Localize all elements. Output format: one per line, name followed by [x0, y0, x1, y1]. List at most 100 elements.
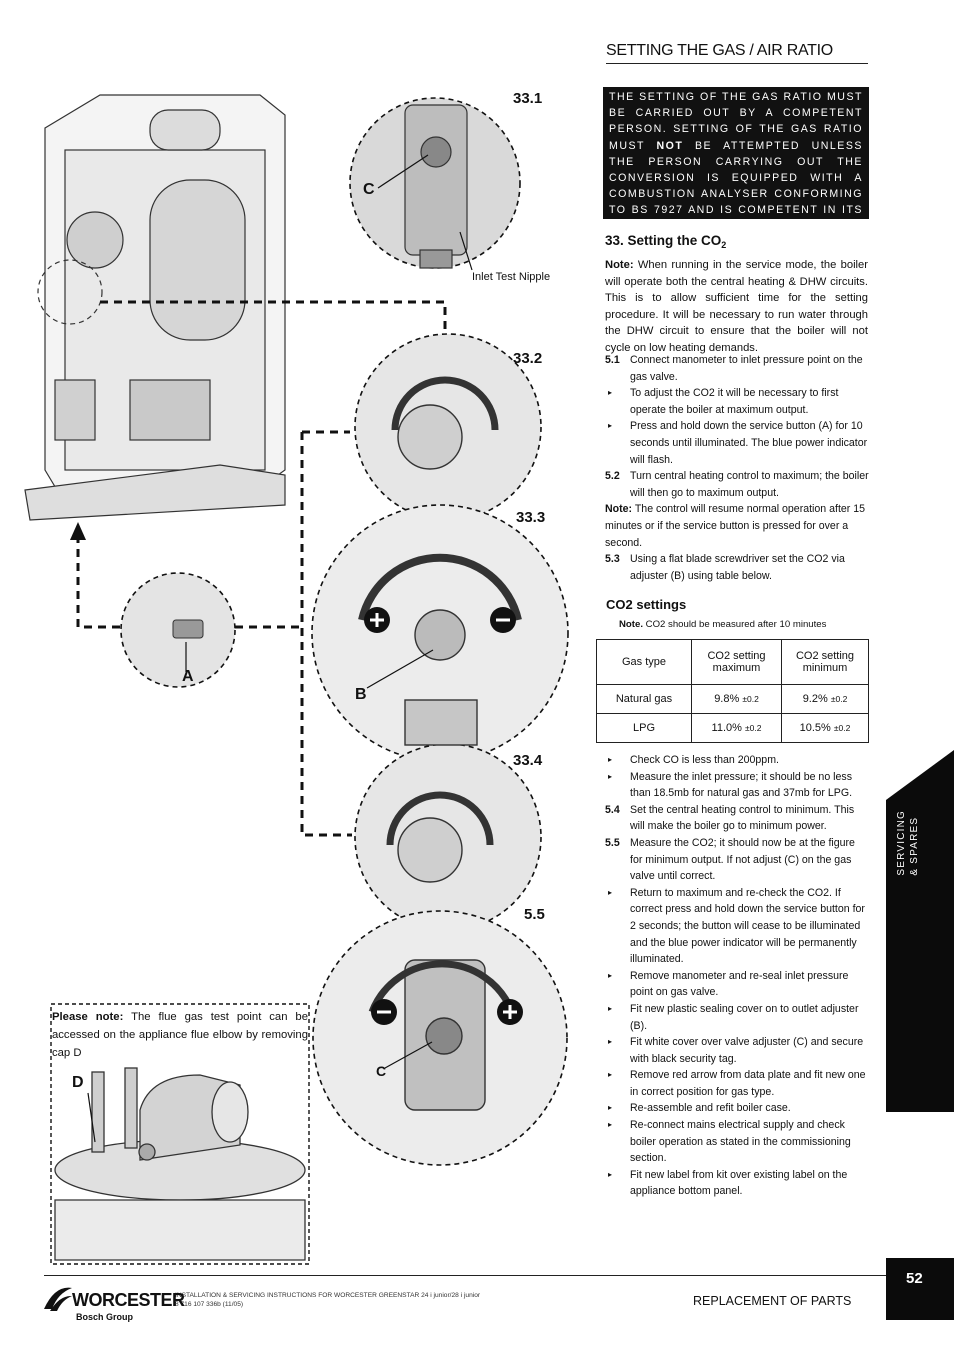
label-c-valve: C — [376, 1063, 387, 1079]
side-tab-line2: & SPARES — [909, 816, 920, 876]
bullet-icon: ▸ — [608, 970, 613, 980]
step-text: Set the central heating control to minim… — [630, 803, 855, 833]
flue-note-box — [50, 1003, 310, 1265]
list-item: ▸ Press and hold down the service button … — [605, 418, 870, 468]
bullet-icon: ▸ — [608, 1003, 613, 1013]
label-a: A — [182, 668, 194, 685]
section-title: SETTING THE GAS / AIR RATIO — [606, 42, 868, 64]
step-text: Using a flat blade screwdriver set the C… — [630, 553, 845, 582]
boiler-illustration — [24, 94, 286, 521]
flue-elbow-illustration — [54, 1067, 306, 1261]
list-item: ▸Fit new label from kit over existing la… — [605, 1167, 870, 1200]
min-value: 9.2% — [802, 693, 828, 705]
list-item: ▸Remove manometer and re-seal inlet pres… — [605, 968, 870, 1001]
bullet-icon: ▸ — [608, 1120, 613, 1130]
bullet-icon: ▸ — [608, 388, 613, 398]
min-value: 10.5% — [799, 722, 831, 734]
list-item: ▸ Remove red arrow from data plate and fi… — [605, 1067, 870, 1100]
inlet-test-nipple-label: Inlet Test Nipple — [472, 271, 551, 283]
gas-type-cell: Natural gas — [596, 684, 692, 714]
step-text: Remove red arrow from data plate and fit… — [630, 1069, 866, 1098]
note2-label: Note: — [605, 503, 633, 516]
list-item: 5.1 Connect manometer to inlet pressure p… — [605, 352, 870, 385]
plus-icon — [364, 607, 390, 633]
service-button-illustration — [172, 619, 204, 639]
max-cell: 9.8% ±0.2 — [690, 684, 783, 714]
list-item: ▸Re-assemble and refit boiler case. — [605, 1100, 870, 1117]
arrow-up-icon — [70, 522, 86, 540]
warning-text-1: THE SETTING OF THE GAS RATIO MUST BE CAR… — [609, 91, 863, 152]
bullet-icon: ▸ — [608, 755, 613, 764]
control-note: Note: The control will resume normal ope… — [605, 501, 870, 551]
heading-text: 33. Setting the CO — [605, 233, 722, 248]
co2-note-label: Note. — [619, 619, 643, 630]
doc-line-1: INSTALLATION & SERVICING INSTRUCTIONS FO… — [175, 1292, 481, 1299]
max-value: 9.8% — [714, 693, 740, 705]
max-value: 11.0% — [711, 722, 742, 734]
list-item: 5.4 Set the central heating control to mi… — [605, 802, 870, 835]
column-header: Gas type — [596, 639, 692, 685]
page-number: 52 — [906, 1270, 923, 1287]
minus-icon — [490, 607, 516, 633]
step-key: 5.5 — [605, 836, 620, 849]
bullet-icon: ▸ — [608, 771, 613, 781]
note-label: Note: — [605, 259, 634, 271]
label-b: B — [355, 686, 367, 703]
co2-settings-heading: CO2 settings — [606, 597, 687, 612]
bullet-icon: ▸ — [608, 1169, 613, 1179]
heading-setting-co2: 33. Setting the CO2 — [605, 233, 726, 250]
valve-adjust-illustration — [368, 959, 516, 1111]
table-row: Natural gas 9.8% ±0.2 9.2% ±0.2 — [596, 684, 869, 714]
list-item: ▸ To adjust the CO2 it will be necessary … — [605, 385, 870, 418]
gas-valve-illustration — [404, 104, 468, 269]
step-key: 5.4 — [605, 803, 620, 816]
list-item: ▸Fit white cover over valve adjuster (C)… — [605, 1034, 870, 1067]
step-text: Return to maximum and re-check the CO2. … — [630, 886, 865, 966]
warning-text-2: BE ATTEMPTED UNLESS THE PERSON CARRYING … — [609, 139, 864, 233]
bullet-icon: ▸ — [608, 887, 613, 897]
co2-settings-note: Note. CO2 should be measured after 10 mi… — [619, 619, 826, 630]
min-tolerance: ±0.2 — [830, 694, 848, 704]
step-text: Connect manometer to inlet pressure poin… — [630, 354, 863, 383]
adjuster-illustration — [358, 553, 522, 746]
figure-label-5-5: 5.5 — [524, 906, 545, 923]
min-cell: 9.2% ±0.2 — [781, 684, 869, 714]
step-text: Re-connect mains electrical supply and c… — [630, 1119, 851, 1165]
service-mode-note: Note: When running in the service mode, … — [605, 257, 868, 356]
bullet-icon: ▸ — [608, 1070, 613, 1080]
list-item: ▸Measure the inlet pressure; it should b… — [605, 769, 870, 802]
table-header-row: Gas type CO2 setting maximum CO2 setting… — [596, 639, 869, 685]
figure-label-33-1: 33.1 — [513, 90, 543, 107]
max-tolerance: ±0.2 — [744, 723, 762, 733]
co2-settings-table: Gas type CO2 setting maximum CO2 setting… — [596, 639, 869, 743]
max-tolerance: ±0.2 — [742, 694, 759, 704]
bullet-icon: ▸ — [608, 1103, 613, 1113]
table-row: LPG 11.0% ±0.2 10.5% ±0.2 — [596, 713, 869, 743]
list-item: 5.3 Using a flat blade screwdriver set th… — [605, 551, 870, 584]
list-item: ▸Fit new plastic sealing cover on to out… — [605, 1001, 870, 1034]
dashed-connectors — [76, 300, 447, 837]
bullet-icon: ▸ — [608, 421, 613, 431]
pointer-lines — [87, 154, 473, 1143]
note-text: When running in the service mode, the bo… — [605, 259, 868, 354]
step-key: 5.1 — [605, 354, 620, 366]
step-key: 5.3 — [605, 553, 620, 566]
gas-type-cell: LPG — [596, 713, 692, 743]
footer-section: REPLACEMENT OF PARTS — [693, 1294, 852, 1308]
min-cell: 10.5% ±0.2 — [781, 713, 869, 743]
column-header: CO2 setting minimum — [781, 639, 869, 685]
step-text: Check CO is less than 200ppm. — [630, 754, 779, 766]
footer-divider — [44, 1275, 886, 1276]
step-text: Turn central heating control to maximum;… — [630, 470, 869, 499]
control-knob-illustration — [386, 376, 499, 883]
step-text: To adjust the CO2 it will be necessary t… — [630, 387, 839, 416]
step-text: Press and hold down the service button (… — [630, 420, 868, 466]
max-cell: 11.0% ±0.2 — [690, 713, 783, 743]
steps-list: 5.1 Connect manometer to inlet pressure p… — [605, 352, 870, 584]
label-c: C — [363, 181, 375, 198]
side-tab-line1: SERVICING — [896, 810, 907, 876]
bullet-icon: ▸ — [608, 1037, 613, 1047]
